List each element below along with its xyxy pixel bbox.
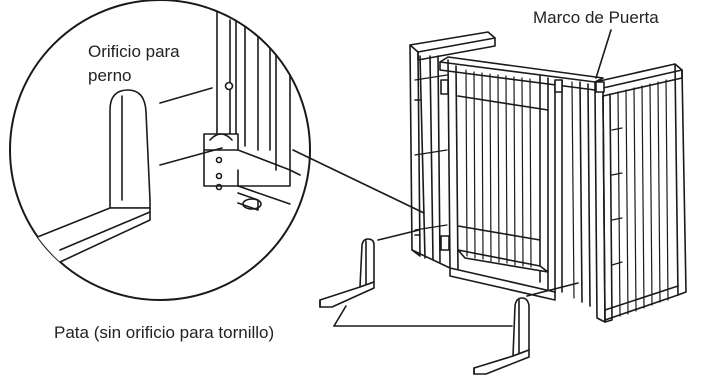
leg-detail: [19, 89, 151, 271]
gate-assembly: [409, 31, 687, 323]
door-frame-leader: [595, 29, 612, 79]
bolt-hole-label-line1: Orificio para: [88, 42, 180, 61]
leg-guide-line-left: [377, 229, 420, 241]
bolt-hole-upper: [224, 81, 234, 91]
magnified-detail: [9, 0, 311, 301]
base-bracket-detail: [203, 133, 301, 205]
leg-leader-left: [333, 305, 347, 327]
bolt-hole-label-line2: perno: [88, 66, 132, 85]
side-panel: [602, 63, 687, 323]
bolt-hole-label: Orificio para perno: [88, 40, 180, 88]
leg-right: [473, 297, 530, 375]
magnifier-connector: [292, 149, 425, 214]
leg-left: [319, 238, 375, 308]
door-frame-label: Marco de Puerta: [533, 8, 659, 27]
leg-guide-line-right: [526, 282, 579, 297]
door-bars: [465, 69, 575, 299]
leg-label: Pata (sin orificio para tornillo): [54, 323, 275, 342]
